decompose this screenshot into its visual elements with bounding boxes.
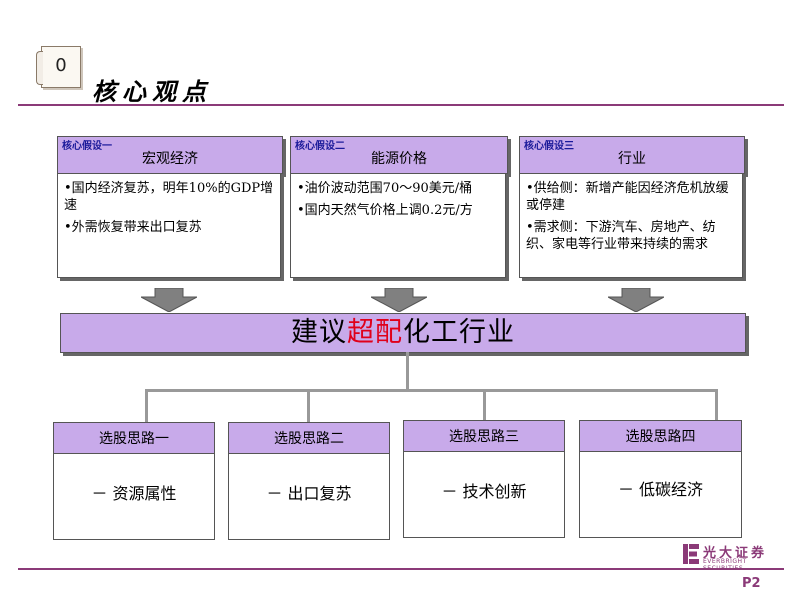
- logo-text-cn: 光大证券: [703, 546, 768, 561]
- page-title: 核心观点: [92, 77, 212, 106]
- recommendation-highlight: 超配: [347, 317, 403, 348]
- approach-item: － 技术创新: [403, 452, 565, 538]
- assumption-bullet: •需求侧：下游汽车、房地产、纺织、家电等行业带来持续的需求: [526, 220, 716, 252]
- page-icon-fold: [36, 51, 43, 85]
- tree-connector-branch: [307, 389, 310, 422]
- header-divider: [18, 104, 784, 106]
- tree-connector-horizontal: [145, 389, 718, 392]
- assumption-tag: 核心假设三: [524, 141, 574, 152]
- approach-title: 选股思路三: [403, 420, 565, 452]
- assumption-bullet: •油价波动范围70～90美元/桶: [297, 181, 473, 196]
- tree-connector-branch: [715, 389, 718, 422]
- page-icon: 0: [36, 46, 81, 88]
- approach-title: 选股思路二: [228, 422, 390, 454]
- assumption-card-body: •供给侧：新增产能因经济危机放缓或停建 •需求侧：下游汽车、房地产、纺织、家电等…: [519, 173, 743, 278]
- approach-item: － 资源属性: [53, 454, 215, 540]
- recommendation-suffix: 化工行业: [403, 317, 515, 348]
- assumption-card-header: 核心假设三 行业: [519, 136, 745, 174]
- assumption-title: 能源价格: [371, 151, 427, 167]
- footer-divider: [18, 568, 784, 570]
- assumption-bullet: •国内天然气价格上调0.2元/方: [297, 203, 473, 218]
- assumption-tag: 核心假设一: [62, 141, 112, 152]
- down-arrow-icon: [608, 288, 664, 312]
- assumption-bullet: •供给侧：新增产能因经济危机放缓或停建: [526, 181, 729, 213]
- recommendation-bar: 建议超配化工行业: [60, 313, 746, 353]
- down-arrow-icon: [141, 288, 197, 312]
- logo-mark-icon: [683, 544, 699, 564]
- approach-title: 选股思路一: [53, 422, 215, 454]
- assumption-bullet: •国内经济复苏，明年10%的GDP增速: [64, 181, 274, 213]
- approach-title: 选股思路四: [579, 420, 742, 452]
- page-number: P2: [742, 576, 761, 591]
- tree-connector-branch: [145, 389, 148, 422]
- assumption-card-header: 核心假设二 能源价格: [290, 136, 508, 174]
- page-icon-number: 0: [55, 55, 67, 76]
- recommendation-prefix: 建议: [291, 317, 347, 348]
- assumption-card-body: •油价波动范围70～90美元/桶 •国内天然气价格上调0.2元/方: [290, 173, 506, 278]
- assumption-card-body: •国内经济复苏，明年10%的GDP增速 •外需恢复带来出口复苏: [57, 173, 281, 278]
- tree-connector-branch: [483, 389, 486, 422]
- assumption-tag: 核心假设二: [295, 141, 345, 152]
- company-logo: 光大证券 EVERBRIGHT SECURITIES: [683, 544, 783, 572]
- approach-item: － 低碳经济: [579, 452, 742, 538]
- assumption-card-header: 核心假设一 宏观经济: [57, 136, 283, 174]
- approach-item: － 出口复苏: [228, 454, 390, 540]
- down-arrow-icon: [371, 288, 427, 312]
- assumption-bullet: •外需恢复带来出口复苏: [64, 220, 202, 235]
- tree-connector-vertical: [406, 352, 409, 390]
- assumption-title: 宏观经济: [142, 151, 198, 167]
- assumption-title: 行业: [618, 151, 646, 167]
